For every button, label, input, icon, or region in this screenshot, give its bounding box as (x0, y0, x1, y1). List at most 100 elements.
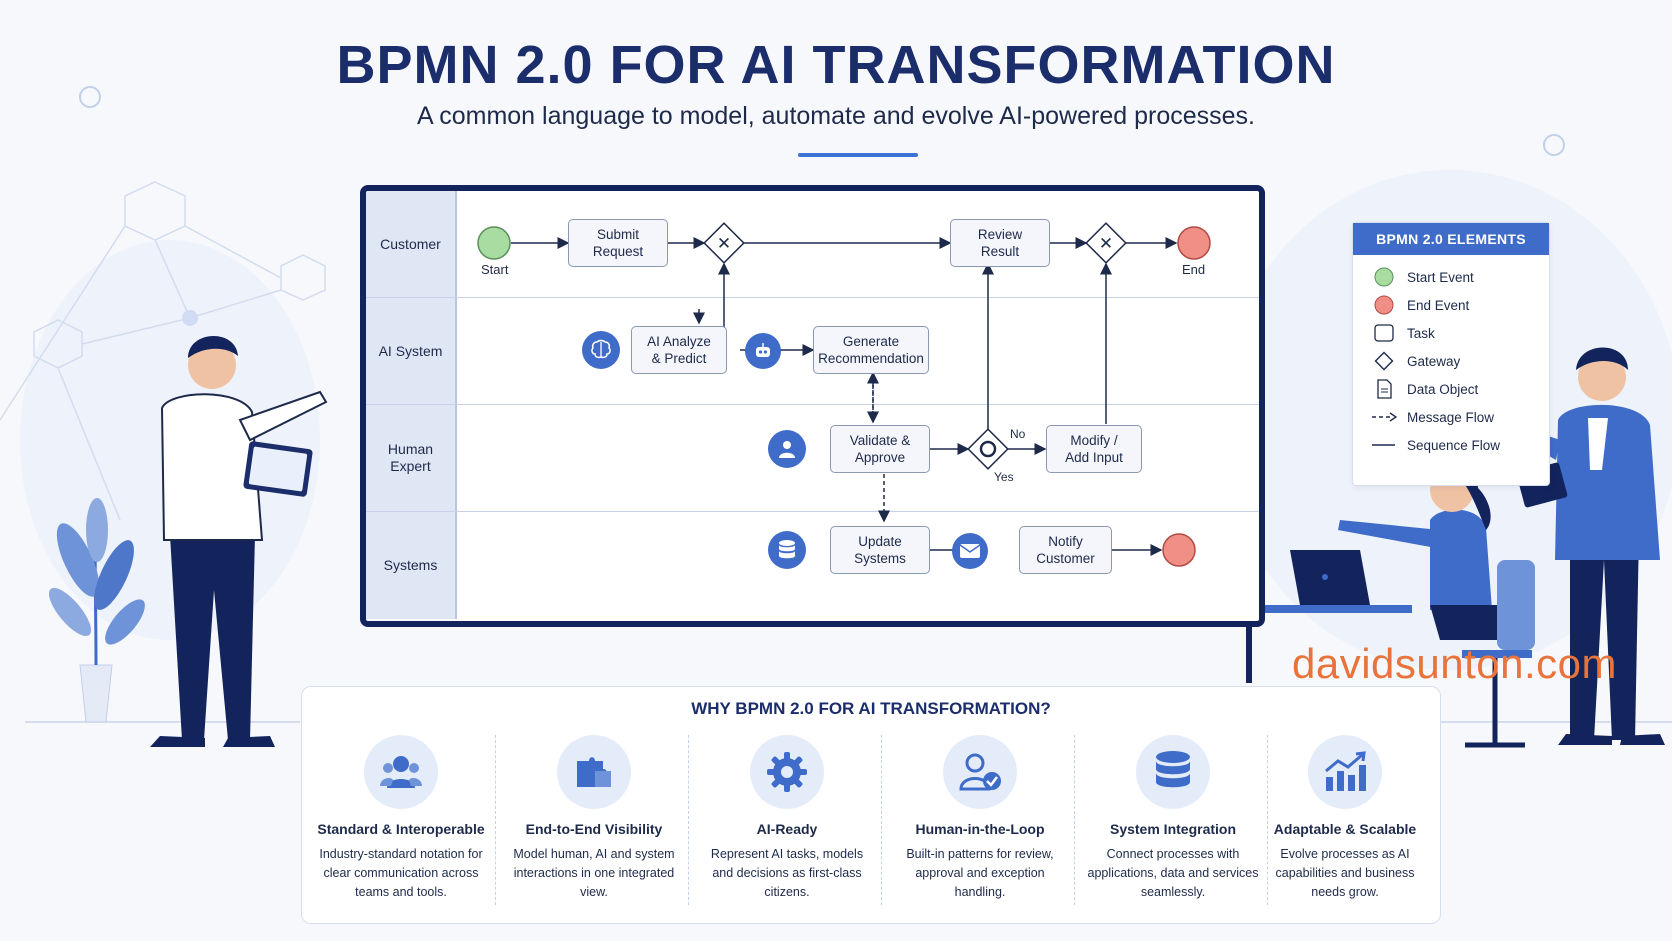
why-bpmn-panel: WHY BPMN 2.0 FOR AI TRANSFORMATION? Stan… (301, 686, 1441, 924)
why-divider (688, 735, 689, 905)
why-heading: Human-in-the-Loop (915, 821, 1045, 837)
legend-label: Sequence Flow (1407, 437, 1501, 453)
person-icon (768, 430, 806, 468)
page-subtitle: A common language to model, automate and… (416, 102, 1255, 130)
why-item-standard: Standard & Interoperable Industry-standa… (308, 735, 494, 902)
why-description: Evolve processes as AI capabilities and … (1275, 847, 1415, 899)
why-description: Industry-standard notation for clear com… (319, 847, 483, 899)
task-update-systems[interactable]: Update Systems (830, 526, 930, 574)
task-review-result[interactable]: Review Result (950, 219, 1050, 267)
lane-ai-system: AI System (366, 298, 1259, 405)
users-icon (364, 735, 438, 809)
svg-text:✕: ✕ (717, 234, 731, 254)
why-description: Represent AI tasks, models and decisions… (710, 847, 864, 899)
legend-item-sequence-flow: Sequence Flow (1371, 434, 1500, 456)
task-validate-approve[interactable]: Validate & Approve (830, 425, 930, 473)
message-flow-icon (1371, 406, 1397, 428)
sequence-flows (511, 237, 1178, 556)
svg-text:✕: ✕ (1099, 234, 1113, 254)
lane-label-ai-system: AI System (366, 298, 457, 404)
growth-chart-icon (1308, 735, 1382, 809)
end-event (1177, 226, 1211, 260)
standing-man-illustration (1512, 347, 1665, 745)
legend-label: Data Object (1407, 381, 1479, 397)
legend-label: End Event (1407, 297, 1470, 313)
start-event (477, 226, 511, 260)
gear-icon (750, 735, 824, 809)
why-heading: System Integration (1109, 821, 1237, 837)
legend-item-gateway: Gateway (1371, 350, 1460, 372)
end-event-systems (1162, 533, 1196, 567)
lane-label-systems: Systems (366, 512, 457, 619)
legend-item-task: Task (1371, 322, 1435, 344)
task-icon (1371, 322, 1397, 344)
end-event-label: End (1182, 262, 1206, 277)
why-divider (1074, 735, 1075, 905)
database-icon (768, 531, 806, 569)
why-item-human-loop: Human-in-the-Loop Built-in patterns for … (887, 735, 1073, 902)
legend-label: Gateway (1407, 353, 1461, 369)
gateway-yes-label: Yes (994, 470, 1014, 484)
bpmn-legend: BPMN 2.0 ELEMENTS Start Event End Event … (1352, 222, 1550, 486)
page-title: BPMN 2.0 FOR AI TRANSFORMATION (336, 35, 1336, 95)
watermark: davidsunton.com (1292, 640, 1618, 687)
lane-label-text: Human Expert (387, 441, 434, 474)
lane-human-expert: Human Expert (366, 405, 1259, 512)
why-item-integration: System Integration Connect processes wit… (1080, 735, 1266, 902)
exclusive-gateway-1: ✕ (703, 222, 745, 264)
lane-label-human-expert: Human Expert (366, 405, 457, 511)
start-event-label: Start (481, 262, 509, 277)
why-title: WHY BPMN 2.0 FOR AI TRANSFORMATION? (691, 699, 1051, 718)
task-submit-request[interactable]: Submit Request (568, 219, 668, 267)
swimlanes: Customer AI System Human Expert Systems (366, 191, 1259, 621)
legend-item-data-object: Data Object (1371, 378, 1478, 400)
database-icon (1136, 735, 1210, 809)
why-description: Built-in patterns for review, approval a… (906, 847, 1054, 899)
legend-item-message-flow: Message Flow (1371, 406, 1494, 428)
end-event-icon (1371, 294, 1397, 316)
legend-item-end-event: End Event (1371, 294, 1469, 316)
legend-label: Start Event (1407, 269, 1474, 285)
task-modify-input[interactable]: Modify / Add Input (1046, 425, 1142, 473)
exclusive-gateway-2: ✕ (1085, 222, 1127, 264)
why-description: Connect processes with applications, dat… (1087, 847, 1259, 899)
lane-systems: Systems (366, 512, 1259, 619)
lane-label-customer: Customer (366, 191, 457, 297)
envelope-icon (952, 533, 988, 569)
inclusive-gateway (967, 428, 1009, 470)
why-item-ai-ready: AI-Ready Represent AI tasks, models and … (694, 735, 880, 902)
brain-icon (582, 331, 620, 369)
why-heading: End-to-End Visibility (525, 821, 663, 837)
legend-title: BPMN 2.0 ELEMENTS (1353, 223, 1549, 255)
lane-customer: Customer (366, 191, 1259, 298)
user-check-icon (943, 735, 1017, 809)
why-item-scalable: Adaptable & Scalable Evolve processes as… (1252, 735, 1438, 902)
title-divider (798, 153, 918, 157)
message-flows (693, 309, 890, 523)
task-ai-analyze[interactable]: AI Analyze & Predict (631, 326, 727, 374)
puzzle-icon (557, 735, 631, 809)
data-object-icon (1371, 378, 1397, 400)
bpmn-diagram-board: Customer AI System Human Expert Systems (360, 185, 1265, 627)
presenter-man-illustration (150, 335, 328, 747)
why-heading: Adaptable & Scalable (1273, 821, 1417, 837)
plant-illustration (48, 498, 145, 723)
task-generate-recommendation[interactable]: Generate Recommendation (813, 326, 929, 374)
seated-woman-illustration (1232, 463, 1535, 748)
legend-label: Task (1407, 325, 1435, 341)
why-item-visibility: End-to-End Visibility Model human, AI an… (501, 735, 687, 902)
diagram-flows: ✕ ✕ (477, 222, 1211, 567)
gateway-icon (1371, 350, 1397, 372)
why-divider (495, 735, 496, 905)
why-divider (881, 735, 882, 905)
why-divider (1267, 735, 1268, 905)
why-description: Model human, AI and system interactions … (513, 847, 675, 899)
gateway-no-label: No (1010, 427, 1026, 441)
start-event-icon (1371, 266, 1397, 288)
why-heading: Standard & Interoperable (317, 821, 485, 837)
robot-icon (745, 333, 781, 369)
why-heading: AI-Ready (756, 821, 818, 837)
task-notify-customer[interactable]: Notify Customer (1019, 526, 1112, 574)
sequence-flow-icon (1371, 434, 1397, 456)
